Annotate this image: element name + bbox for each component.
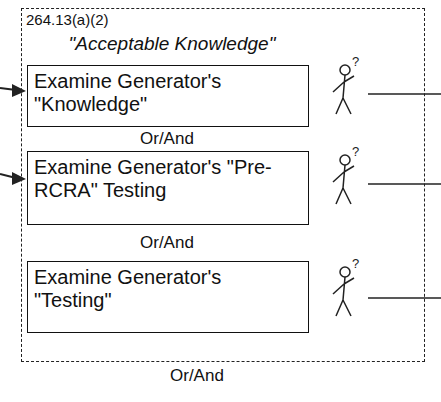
- thinking-figure: [333, 54, 359, 316]
- process-box: Examine Generator's "Testing": [27, 261, 309, 333]
- process-box: Examine Generator's "Pre-RCRA" Testing: [27, 151, 309, 225]
- section-number: 264.13(a)(2): [26, 11, 109, 28]
- outgoing-line: [368, 94, 441, 298]
- box-text: Examine Generator's "Pre-RCRA" Testing: [34, 156, 302, 202]
- group-title: "Acceptable Knowledge": [22, 33, 322, 55]
- connector-label: Or/And: [138, 129, 196, 149]
- incoming-arrow: [0, 84, 26, 185]
- process-box: Examine Generator's "Knowledge": [27, 65, 309, 127]
- connector-label: Or/And: [138, 233, 196, 253]
- box-text: Examine Generator's "Knowledge": [34, 70, 302, 116]
- dashed-group: 264.13(a)(2) "Acceptable Knowledge" Examin…: [21, 8, 425, 362]
- box-text: Examine Generator's "Testing": [34, 266, 302, 312]
- connector-label: Or/And: [168, 366, 226, 386]
